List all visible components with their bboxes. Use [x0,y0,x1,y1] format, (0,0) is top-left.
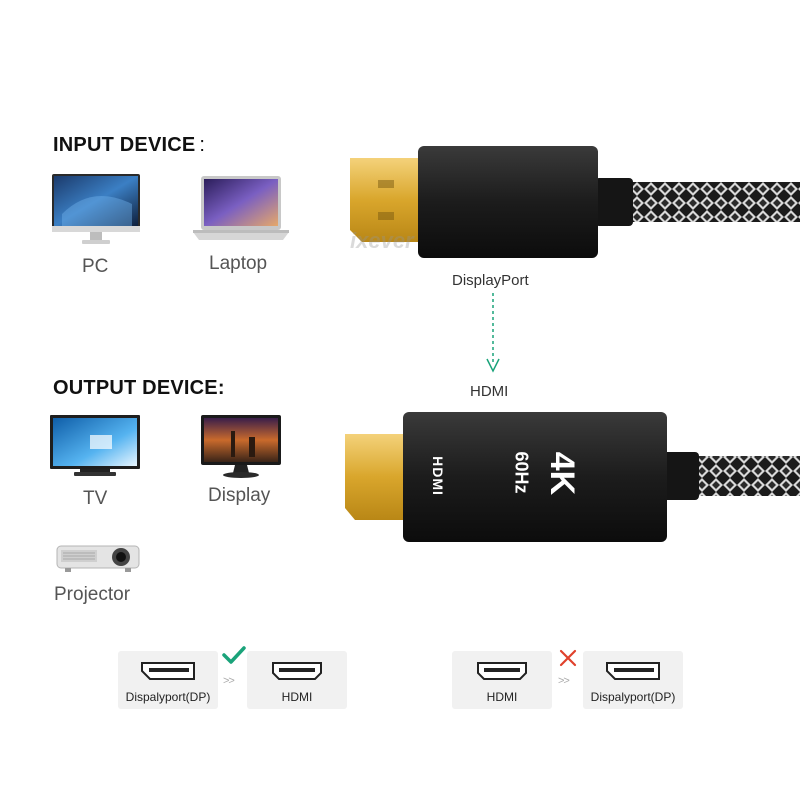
compat-dp-source-label: Dispalyport(DP) [125,690,211,704]
pc-label: PC [82,256,109,277]
output-device-heading: OUTPUT DEVICE: [53,377,225,399]
hdmi-connector-image [345,408,800,548]
tv-label: TV [83,488,108,509]
displayport-connector-image [350,140,800,270]
laptop-label: Laptop [209,253,268,274]
direction-arrow-icon [486,293,500,375]
displayport-port-icon [605,661,661,686]
compat-hdmi-source-box: HDMI [452,651,552,709]
hdmi-port-icon [476,661,528,686]
input-heading-colon: : [199,134,206,156]
input-heading-text: INPUT DEVICE [53,134,196,156]
display-image [201,415,281,479]
tv-image [50,415,140,477]
plug-4k-text: 4K [543,451,582,496]
compat-hdmi-target-label: HDMI [281,690,313,704]
plug-60hz-text: 60Hz [511,451,532,494]
displayport-port-icon [140,661,196,686]
compat-hdmi-target-box: HDMI [247,651,347,709]
plug-hdmi-logo: HDMI [429,456,446,496]
laptop-image [193,176,289,242]
compat-hdmi-source-label: HDMI [486,690,518,704]
hdmi-label: HDMI [470,383,509,400]
input-device-heading: INPUT DEVICE: [53,134,205,157]
projector-label: Projector [54,584,131,605]
projector-image [55,538,141,574]
compat-dp-source-box: Dispalyport(DP) [118,651,218,709]
displayport-label: DisplayPort [452,272,529,289]
display-label: Display [208,485,271,506]
compat-dp-target-box: Dispalyport(DP) [583,651,683,709]
compat-arrows-2: >> [558,675,570,687]
hdmi-port-icon [271,661,323,686]
compat-arrows-1: >> [223,675,235,687]
check-icon [222,645,246,670]
watermark: ixever [350,228,414,253]
compat-dp-target-label: Dispalyport(DP) [590,690,676,704]
pc-monitor-image [52,174,140,246]
cross-icon [558,648,578,673]
